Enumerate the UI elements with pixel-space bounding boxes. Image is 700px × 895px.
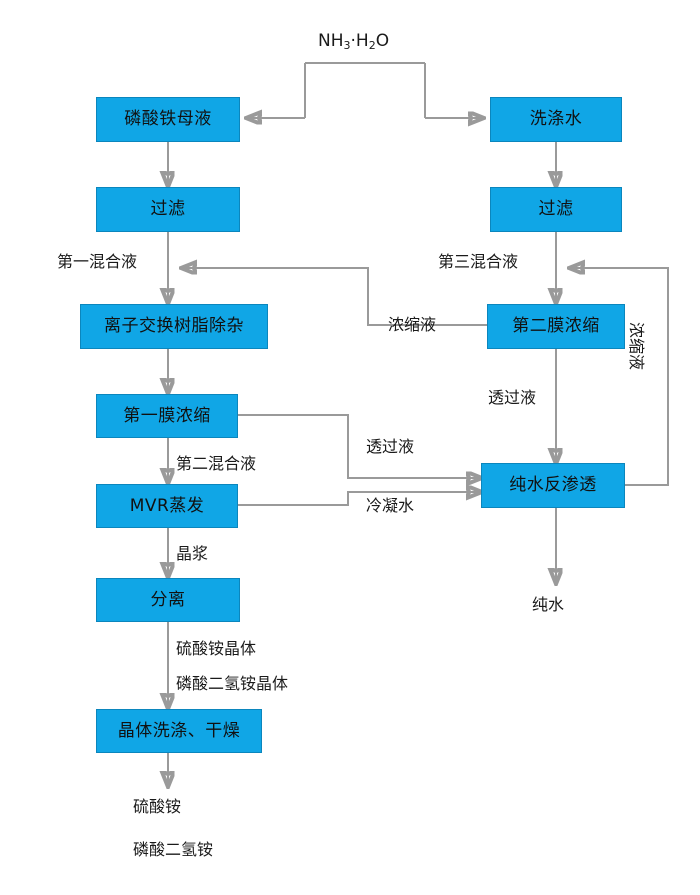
stream-label-first-mixed-liquor: 第一混合液	[57, 252, 138, 271]
input-label-ammonia: NH3·H2O	[318, 31, 390, 52]
node-iron-phosphate-mother-liquor[interactable]: 磷酸铁母液	[96, 97, 240, 142]
node-first-membrane-concentration[interactable]: 第一膜浓缩	[96, 394, 238, 438]
output-label-ammonium-sulfate: 硫酸铵	[133, 797, 182, 816]
stream-label-permeate-mid: 透过液	[366, 437, 415, 456]
output-label-monoammonium-phosphate: 磷酸二氢铵	[133, 840, 214, 859]
node-mvr-evaporation[interactable]: MVR蒸发	[96, 484, 238, 528]
link-first-membrane-permeate-to-ro	[237, 414, 481, 478]
stream-label-permeate-top: 透过液	[488, 388, 537, 407]
link-mvr-condensate-to-ro	[237, 492, 481, 506]
node-ion-exchange-resin[interactable]: 离子交换树脂除杂	[80, 304, 268, 349]
ammonia-mid: ·H	[350, 31, 369, 51]
stream-label-ammonium-sulfate-crystal: 硫酸铵晶体	[176, 639, 257, 658]
node-wash-water[interactable]: 洗涤水	[490, 97, 622, 142]
stream-label-concentrate-left: 浓缩液	[388, 315, 437, 334]
node-second-membrane-concentration[interactable]: 第二膜浓缩	[487, 304, 625, 349]
stream-label-crystal-slurry: 晶浆	[176, 544, 209, 563]
ammonia-post: O	[375, 31, 390, 51]
ammonia-sub1: 3	[343, 39, 351, 52]
node-filtration-right[interactable]: 过滤	[490, 187, 622, 232]
stream-label-monoammonium-phosphate-crystal: 磷酸二氢铵晶体	[176, 674, 289, 693]
ammonia-sub2: 2	[368, 39, 376, 52]
stream-label-second-mixed-liquor: 第二混合液	[176, 454, 257, 473]
stream-label-concentrate-right: 浓缩液	[627, 322, 646, 371]
stream-label-condensate: 冷凝水	[366, 496, 415, 515]
node-filtration-left[interactable]: 过滤	[96, 187, 240, 232]
node-separation[interactable]: 分离	[96, 578, 240, 622]
ammonia-pre: NH	[318, 31, 344, 51]
stream-label-third-mixed-liquor: 第三混合液	[438, 252, 519, 271]
output-label-pure-water: 纯水	[532, 595, 565, 614]
node-crystal-wash-dry[interactable]: 晶体洗涤、干燥	[96, 709, 262, 753]
link-ro-concentrate-to-third-mixed-liquor	[570, 268, 669, 486]
node-pure-water-ro[interactable]: 纯水反渗透	[481, 463, 625, 508]
